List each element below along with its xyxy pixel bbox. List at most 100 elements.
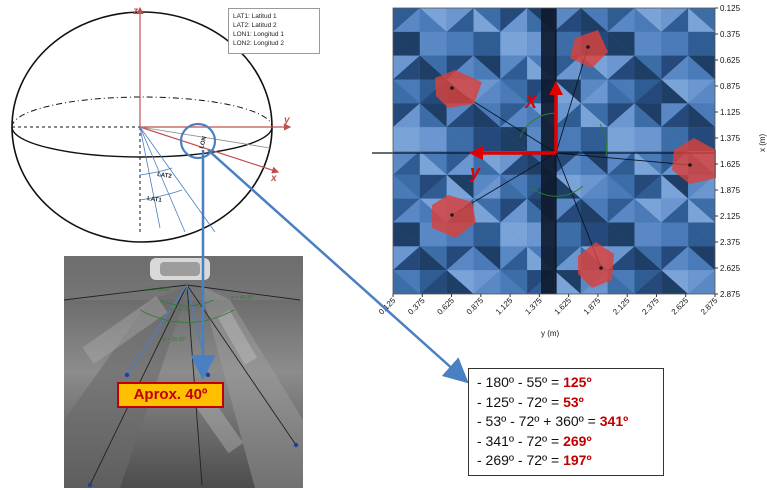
grid-triangle	[500, 79, 528, 104]
grid-triangle	[393, 127, 420, 151]
grid-triangle	[634, 103, 662, 128]
grid-triangle	[554, 127, 581, 151]
grid-triangle	[419, 31, 447, 56]
grid-triangle	[527, 174, 554, 199]
grid-triangle	[393, 8, 420, 32]
grid-triangle	[500, 55, 528, 80]
grid-triangle	[634, 246, 662, 271]
grid-triangle	[446, 174, 474, 199]
grid-triangle	[607, 174, 635, 199]
grid-triangle	[419, 103, 447, 128]
camera-photo: β = 45.45° γ = 47.6° α = 45.00° β = 36.5…	[63, 256, 303, 488]
grid-triangle	[580, 198, 608, 223]
grid-triangle	[607, 151, 635, 175]
calc-result: 53º	[563, 393, 584, 410]
grid-triangle	[607, 79, 635, 104]
grid-triangle	[661, 127, 689, 151]
grid-triangle	[473, 8, 501, 32]
angle-arc-2	[531, 185, 584, 197]
grid-triangle	[607, 31, 635, 56]
grid-triangle	[446, 127, 474, 151]
grid-triangle	[473, 270, 501, 294]
grid-triangle	[688, 103, 715, 128]
grid-triangle	[446, 31, 474, 56]
grid-triangle	[393, 198, 420, 223]
calc-result: 269º	[563, 432, 592, 449]
grid-triangle	[688, 55, 715, 80]
angle-arc-3	[599, 123, 608, 157]
grid-triangle	[688, 174, 715, 199]
grid-triangle	[500, 103, 528, 128]
grid-triangle	[688, 246, 715, 271]
lat2-label: LAT2	[157, 172, 173, 180]
calculation-row: - 269º - 72º = 197º	[477, 451, 655, 471]
grid-triangle	[500, 246, 528, 271]
grid-triangle	[554, 246, 581, 271]
grid-triangle	[580, 79, 608, 104]
grid-triangle	[661, 79, 689, 104]
bottom-tick-label: 2.375	[640, 296, 661, 317]
grid-triangle	[446, 246, 474, 271]
grid-triangle	[580, 55, 608, 80]
right-tick-label: 2.875	[720, 290, 741, 299]
calc-expression: - 341º - 72º =	[477, 432, 564, 449]
grid-triangle	[554, 270, 581, 294]
grid-triangle	[554, 222, 581, 247]
grid-triangle	[688, 222, 715, 247]
bottom-tick-label: 1.375	[523, 296, 544, 317]
grid-triangle	[661, 31, 689, 56]
grid-triangle	[500, 127, 528, 151]
calculation-row: - 125º - 72º = 53º	[477, 393, 655, 413]
bottom-tick-label: 0.375	[406, 296, 427, 317]
grid-triangle	[473, 198, 501, 223]
grid-triangle	[580, 79, 608, 104]
grid-triangle	[527, 8, 554, 32]
grid-triangle	[446, 246, 474, 271]
y-axis-label: y	[283, 115, 290, 126]
right-tick-label: 2.375	[720, 238, 741, 247]
grid-triangle	[607, 103, 635, 128]
grid-triangle	[473, 103, 501, 128]
grid-triangle	[554, 198, 581, 223]
grid-triangle	[661, 31, 689, 56]
grid-triangle	[393, 103, 420, 128]
grid-triangle	[607, 270, 635, 294]
grid-triangle	[661, 103, 689, 128]
grid-triangle	[554, 174, 581, 199]
bottom-tick-label: 1.875	[582, 296, 603, 317]
marker-1	[570, 30, 608, 68]
grid-triangle	[393, 174, 420, 199]
right-tick-label: 0.625	[720, 56, 741, 65]
grid-triangle	[580, 174, 608, 199]
grid-triangle	[634, 246, 662, 271]
grid-triangle	[527, 103, 554, 128]
grid-triangle	[446, 103, 474, 128]
grid-triangle	[688, 246, 715, 271]
grid-triangle	[634, 31, 662, 56]
grid-triangle	[419, 55, 447, 80]
bottom-tick-label: 0.625	[435, 296, 456, 317]
grid-triangle	[688, 103, 715, 128]
callout-arrow-calculations	[207, 149, 469, 384]
grid-triangle	[527, 79, 554, 104]
grid-triangle	[473, 55, 501, 80]
bottom-tick-label: 0.125	[377, 296, 398, 317]
right-tick-label: 2.125	[720, 212, 741, 221]
photo-angle-beta-1: β = 45.45°	[148, 287, 171, 293]
grid-triangle	[554, 55, 581, 80]
bottom-tick-label: 2.875	[699, 296, 720, 317]
grid-triangle	[661, 198, 689, 223]
grid-triangle	[500, 31, 528, 56]
object-markers	[432, 30, 716, 288]
calc-result: 341º	[599, 413, 629, 429]
grid-triangle	[419, 270, 447, 294]
grid-triangle	[393, 222, 420, 247]
calc-result: 125º	[563, 374, 592, 390]
grid-triangle	[393, 246, 420, 271]
grid-triangle	[607, 270, 635, 294]
grid-triangle	[527, 246, 554, 271]
grid-triangle	[446, 174, 474, 199]
meridian-line	[139, 126, 271, 149]
grid-triangle	[688, 198, 715, 223]
x-direction-label: X	[524, 92, 538, 112]
